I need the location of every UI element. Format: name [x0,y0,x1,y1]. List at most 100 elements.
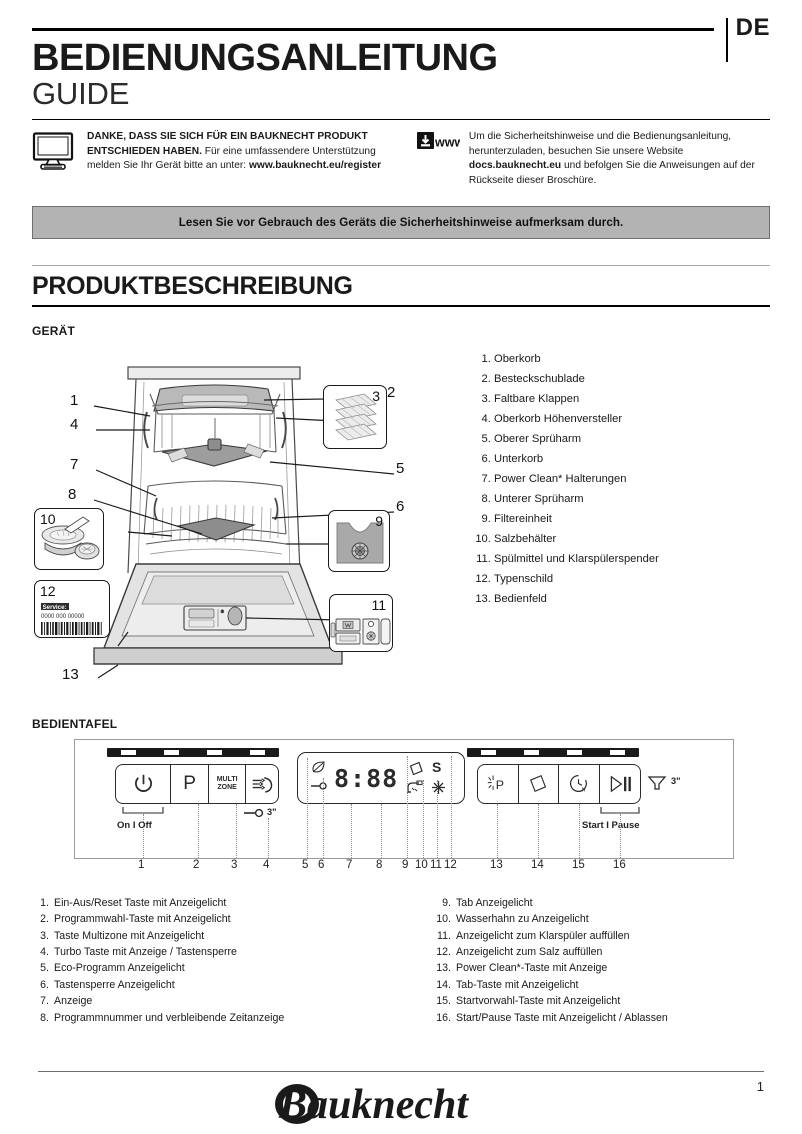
legend-label: Tab-Taste mit Anzeigelicht [456,978,579,991]
legend-number: 4. [40,945,49,958]
part-item: Bedienfeld [494,593,659,606]
brand-logo: Bauknecht [0,1076,802,1132]
left-key-bar: P MULTI ZONE [115,763,279,804]
page-subtitle: GUIDE [32,76,130,111]
control-panel: P MULTI ZONE On I Off [74,738,734,859]
legend-item: 1.Ein-Aus/Reset Taste mit Anzeigelicht [32,895,401,911]
key-lock-icon [244,808,264,817]
tab-key[interactable] [519,764,559,803]
legend-number: 5. [40,962,49,975]
docs-link[interactable]: docs.bauknecht.eu [468,160,562,172]
power-clean-key[interactable]: P [478,764,519,803]
leader-dot-10 [423,779,424,858]
tab-icon [529,775,546,793]
device-heading: GERÄT [32,323,75,338]
page-title: BEDIENUNGSANLEITUNG [32,37,498,79]
legend-item: 10.Wasserhahn zu Anzeigelicht [434,911,770,927]
delay-start-key[interactable]: h [559,764,600,803]
part-item: Typenschild [494,573,659,586]
safety-banner: Lesen Sie vor Gebrauch des Geräts die Si… [32,205,770,239]
language-divider [726,18,728,62]
legend-number: 15. [436,995,451,1008]
panel-legend-right: 9.Tab Anzeigelicht 10.Wasserhahn zu Anze… [401,895,770,1026]
start-pause-bracket [600,806,640,814]
multizone-key[interactable]: MULTI ZONE [209,764,247,803]
tab-indicator-icon [409,761,423,776]
leader-dot-7 [351,803,352,858]
leader-dot-5 [307,757,308,858]
strip-segment [121,749,136,755]
part-item: Oberkorb [494,353,659,366]
legend-number: 8. [40,1011,49,1024]
leader-dot-8 [381,803,382,858]
strip-segment [524,749,539,755]
right-key-bar: P h [477,763,641,804]
panel-tick-15: 15 [572,858,585,871]
legend-item: 2. Programmwahl-Taste mit Anzeigelicht [32,911,401,927]
eco-leaf-icon [312,761,325,773]
panel-heading: BEDIENTAFEL [32,716,118,731]
legend-label: Turbo Taste mit Anzeige / Tastensperre [54,945,237,958]
page-number: 1 [756,1079,764,1094]
filter-unit-icon [336,522,384,564]
on-off-bracket [122,806,164,814]
panel-tick-1: 1 [138,858,145,871]
program-key[interactable]: P [171,764,209,803]
header-top-rule [32,28,714,31]
lock-indicator-icon [311,782,327,790]
part-item: Unterkorb [494,453,659,466]
dishwasher-illustration: * [93,366,395,679]
leader-dot-15 [579,803,580,858]
legend-label: Eco-Programm Anzeigelicht [54,962,185,975]
part-item: Filtereinheit [494,513,659,526]
key-lock-duration-label: 3" [267,806,277,817]
power-key[interactable] [116,764,172,803]
callout-6: 6 [396,497,405,515]
panel-tick-4: 4 [263,858,270,871]
legend-number: 7. [40,995,49,1008]
legend-label: Programmwahl-Taste mit Anzeigelicht [54,913,231,926]
section-title: PRODUKTBESCHREIBUNG [32,272,353,301]
callout-10: 10 [40,510,56,527]
legend-label: Taste Multizone mit Anzeigelicht [54,929,205,942]
inset-rating-plate: Service: 0000 000 00000 [34,579,110,638]
register-info-text: DANKE, DASS SIE SICH FÜR EIN BAUKNECHT P… [87,130,398,188]
legend-label: Startvorwahl-Taste mit Anzeigelicht [456,995,621,1008]
leader-dot-1 [143,813,144,858]
panel-tick-9: 9 [402,858,409,871]
safety-banner-text: Lesen Sie vor Gebrauch des Geräts die Si… [178,215,624,229]
download-text-b: und befolgen Sie die Anweisungen auf der… [468,160,755,186]
device-parts-list: Oberkorb Besteckschublade Faltbare Klapp… [462,348,659,700]
turbo-key[interactable] [246,765,278,803]
panel-tick-8: 8 [376,858,383,871]
device-parts-ol: Oberkorb Besteckschublade Faltbare Klapp… [472,353,659,607]
strip-segment [481,749,496,755]
callout-7: 7 [70,455,79,473]
legend-number: 6. [40,978,49,991]
program-key-glyph: P [183,772,196,794]
register-mid-text: Für eine umfassendere Unterstützung meld… [87,145,376,172]
callout-8: 8 [68,485,77,503]
turbo-icon [252,776,272,793]
part-item: Oberer Sprüharm [494,433,659,446]
folding-flaps-icon [335,393,377,441]
panel-tick-2: 2 [193,858,200,871]
leader-dot-14 [538,803,539,858]
register-link[interactable]: www.bauknecht.eu/register [248,160,382,172]
strip-segment [610,749,625,755]
rinse-aid-icon [432,780,445,794]
legend-number: 3. [40,929,49,942]
legend-number: 12. [436,945,451,958]
legend-label: Ein-Aus/Reset Taste mit Anzeigelicht [54,896,227,909]
panel-tick-13: 13 [490,858,503,871]
part-item: Unterer Sprüharm [494,493,659,506]
legend-number: 2. [40,913,49,926]
legend-label: Tastensperre Anzeigelicht [54,978,175,991]
start-pause-key[interactable] [600,765,640,803]
panel-tick-6: 6 [318,858,325,871]
svg-text:www: www [434,136,460,150]
device-block: * [32,348,770,700]
leader-dot-3 [236,803,237,858]
inset-dispenser: 11 [329,593,393,652]
